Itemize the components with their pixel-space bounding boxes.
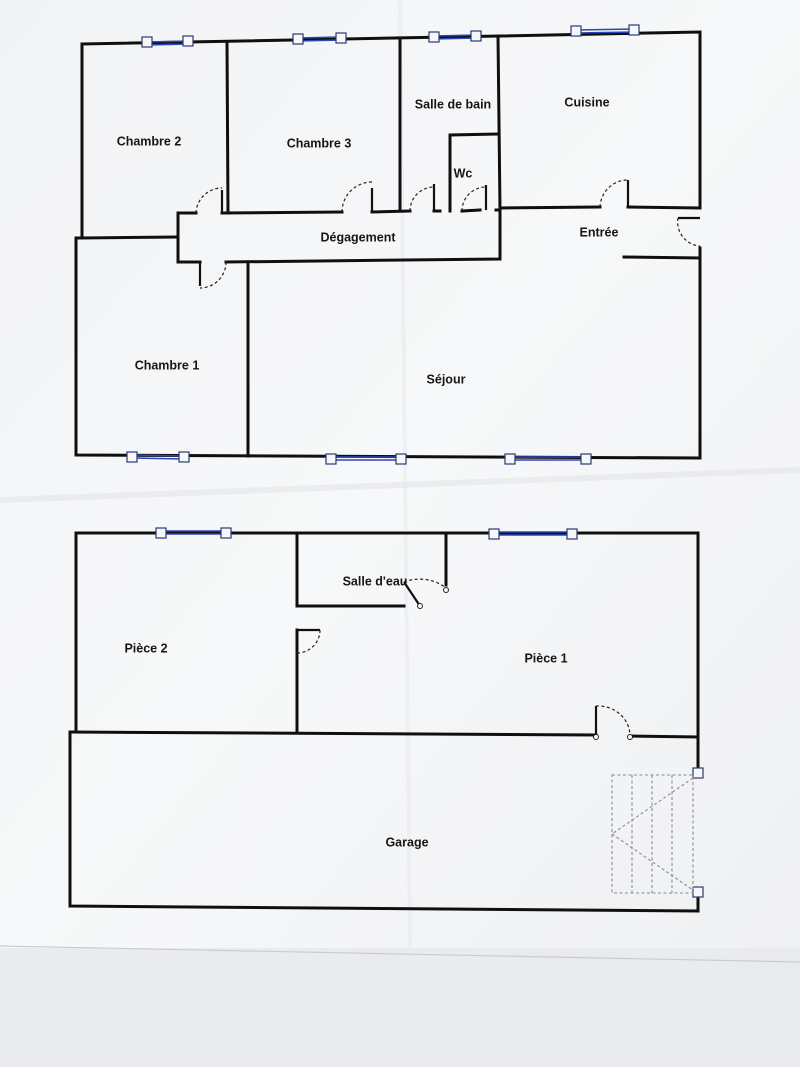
- window: [126, 451, 190, 463]
- lower-outer-wall: [68, 531, 700, 913]
- corridor-wall: [176, 34, 502, 264]
- room-label-wc: Wc: [454, 166, 473, 180]
- room-label-degagement: Dégagement: [320, 230, 396, 244]
- room-label-chambre-2: Chambre 2: [117, 134, 182, 148]
- room-label-piece-2: Pièce 2: [124, 641, 167, 655]
- corridor-wall: [176, 208, 502, 215]
- room-label-chambre-1: Chambre 1: [135, 358, 200, 372]
- window: [488, 528, 578, 540]
- door: [409, 184, 436, 212]
- room-label-salle-deau: Salle d'eau: [343, 574, 408, 588]
- door: [403, 578, 449, 609]
- door: [296, 628, 321, 654]
- staircase: [611, 774, 694, 894]
- door: [677, 216, 701, 247]
- room-label-garage: Garage: [385, 835, 428, 849]
- door: [599, 179, 630, 208]
- room-label-chambre-3: Chambre 3: [287, 136, 352, 150]
- window: [325, 453, 407, 465]
- table-surface: [0, 948, 800, 1067]
- paper-crease: [0, 467, 800, 503]
- upper-wall: [225, 40, 230, 215]
- paper-crease: [398, 0, 412, 951]
- garage-door-marker: [692, 767, 704, 779]
- room-label-salle-de-bain: Salle de bain: [415, 97, 491, 111]
- window: [428, 30, 482, 43]
- lower-floor-plan: Pièce 2 Salle d'eau Pièce 1 Garage: [68, 527, 704, 913]
- garage-door-marker: [692, 886, 704, 898]
- upper-wall: [80, 235, 178, 240]
- shower-room-wall: [295, 533, 448, 608]
- window: [155, 527, 232, 539]
- door: [461, 185, 488, 212]
- window: [141, 35, 194, 48]
- door: [341, 181, 374, 213]
- door: [593, 705, 633, 740]
- wc-wall: [448, 132, 499, 213]
- upper-floor-plan: Chambre 2 Chambre 3 Salle de bain Cuisin…: [74, 24, 702, 465]
- room-label-piece-1: Pièce 1: [524, 651, 567, 665]
- paper-edge: [0, 945, 800, 963]
- room-label-cuisine: Cuisine: [564, 95, 609, 109]
- door: [195, 187, 224, 214]
- window: [570, 24, 640, 37]
- garage-wall: [68, 730, 700, 739]
- window: [504, 453, 592, 465]
- kitchen-wall: [498, 205, 702, 210]
- room-label-entree: Entrée: [580, 225, 619, 239]
- room-label-sejour: Séjour: [427, 372, 466, 386]
- entry-wall: [622, 255, 702, 260]
- door: [198, 261, 227, 289]
- window: [292, 32, 347, 45]
